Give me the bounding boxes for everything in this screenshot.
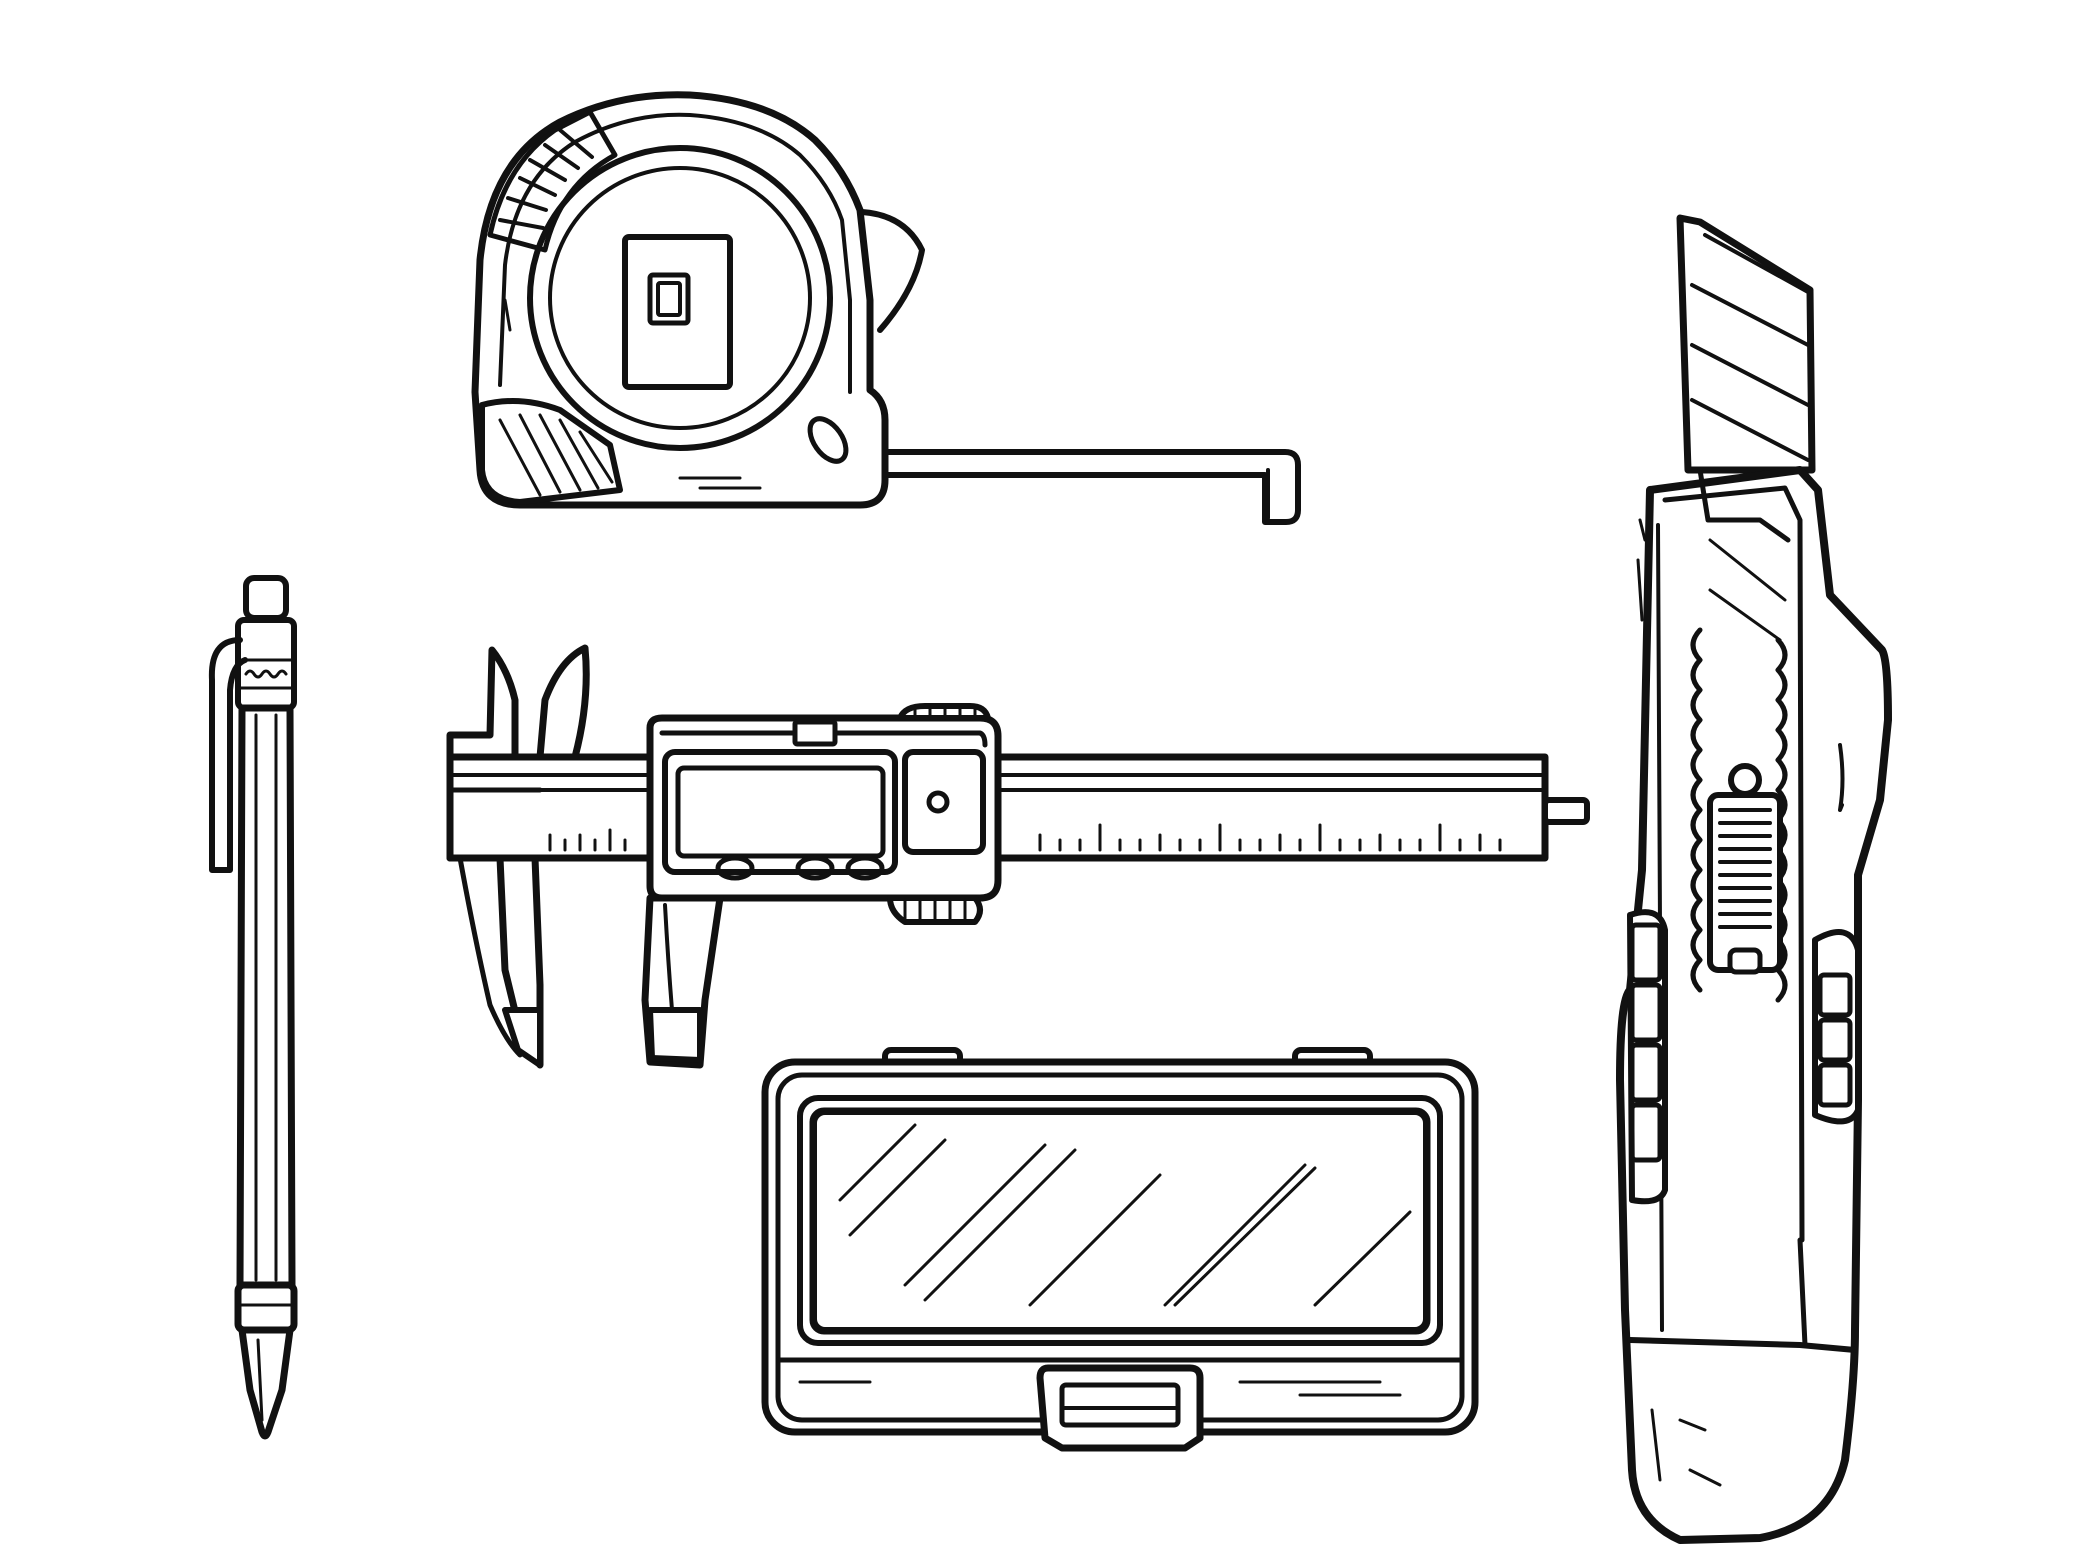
caliper-scale [1038,823,1502,852]
tape-measure-icon [471,91,1301,525]
pencil-icon [208,575,298,1440]
caliper-icon [446,644,1590,1069]
utility-knife-icon [1616,214,1892,1544]
case-icon [761,1047,1479,1452]
